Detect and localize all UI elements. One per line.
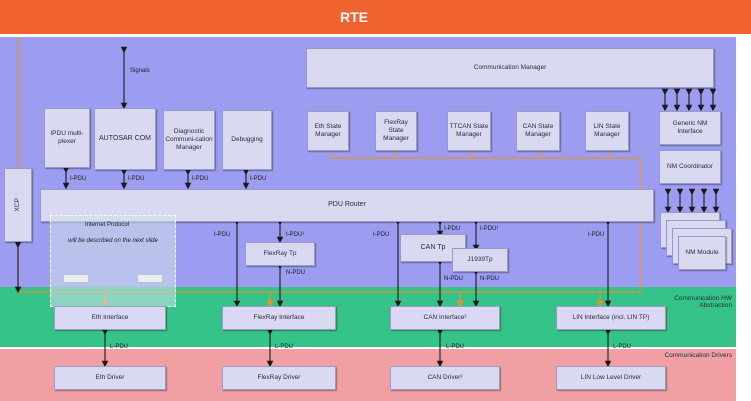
flexray-driver-box: FlexRay Driver <box>222 366 336 390</box>
ipdu1-label-j1939: I-PDU¹ <box>480 226 499 232</box>
hw-abstraction-layer-label: Communication HW Abstraction <box>674 295 732 310</box>
ipdu1-label-flexray-tp: I-PDU¹ <box>286 232 305 238</box>
placeholder-tab-left <box>63 274 89 283</box>
lpdu-label-lin: L-PDU <box>613 344 632 350</box>
eth-state-manager-box: Eth State Manager <box>307 111 349 151</box>
drivers-layer-label: Communication Drivers <box>664 352 732 359</box>
nm-module-box: NM Module <box>678 236 726 270</box>
lin-interface-box: LIN Interface (incl. LIN TP) <box>556 306 666 330</box>
internet-protocol-note: will be described on the next slide <box>68 238 158 244</box>
communication-manager-box: Communication Manager <box>306 48 714 88</box>
ttcan-state-manager-box: TTCAN State Manager <box>447 111 491 151</box>
rte-label: RTE <box>340 9 368 25</box>
nm-coordinator-box: NM Coordinator <box>659 150 721 184</box>
ipdu-label-com: I-PDU <box>128 176 145 182</box>
generic-nm-interface-box: Generic NM Interface <box>659 111 721 145</box>
flexray-tp-box: FlexRay Tp <box>245 242 315 266</box>
signals-label: Signals <box>130 68 150 74</box>
can-driver-box: CAN Driver² <box>390 366 500 390</box>
lpdu-label-can: L-PDU <box>446 344 465 350</box>
xcp-label: XCP <box>14 198 22 212</box>
internet-protocol-label: Internet Protocol <box>85 222 130 228</box>
ipdu-label-can-tp: I-PDU <box>444 226 461 232</box>
npdu-label-flexray: N-PDU <box>286 270 305 276</box>
xcp-box: XCP <box>4 168 32 242</box>
rte-band-divider <box>0 34 751 37</box>
eth-interface-box: Eth Interface <box>54 306 166 330</box>
ipdu-multiplexer-box: IPDU multi-plexer <box>44 108 90 168</box>
ipdu-label-flexray-if: I-PDU <box>214 232 231 238</box>
npdu-label-can: N-PDU <box>444 276 463 282</box>
diagnostic-communication-manager-box: Diagnostic Communi-cation Manager <box>163 110 215 170</box>
eth-driver-box: Eth Driver <box>54 366 166 390</box>
lin-state-manager-box: LIN State Manager <box>585 111 629 151</box>
ipdu-label-can-if: I-PDU <box>373 232 390 238</box>
ipdu-label-mux: I-PDU <box>70 176 87 182</box>
lpdu-label-flexray: L-PDU <box>275 344 294 350</box>
internet-protocol-region: Internet Protocol will be described on t… <box>50 215 176 307</box>
black-data-lines <box>14 46 720 368</box>
autosar-com-box: AUTOSAR COM <box>94 108 156 170</box>
can-interface-box: CAN Interface² <box>390 306 500 330</box>
flexray-interface-box: FlexRay Interface <box>222 306 336 330</box>
debugging-box: Debugging <box>222 110 272 170</box>
ipdu-label-dbg: I-PDU <box>250 176 267 182</box>
placeholder-tab-right <box>137 274 163 283</box>
can-state-manager-box: CAN State Manager <box>516 111 560 151</box>
lin-low-level-driver-box: LIN Low Level Driver <box>556 366 666 390</box>
ipdu-label-dcm: I-PDU <box>192 176 209 182</box>
npdu-label-j1939: N-PDU <box>480 276 499 282</box>
rte-band <box>0 0 751 34</box>
ipdu-label-lin: I-PDU <box>588 232 605 238</box>
j1939tp-box: J1939Tp <box>452 248 508 272</box>
flexray-state-manager-box: FlexRay State Manager <box>375 111 417 151</box>
lpdu-label-eth: L-PDU <box>110 344 129 350</box>
